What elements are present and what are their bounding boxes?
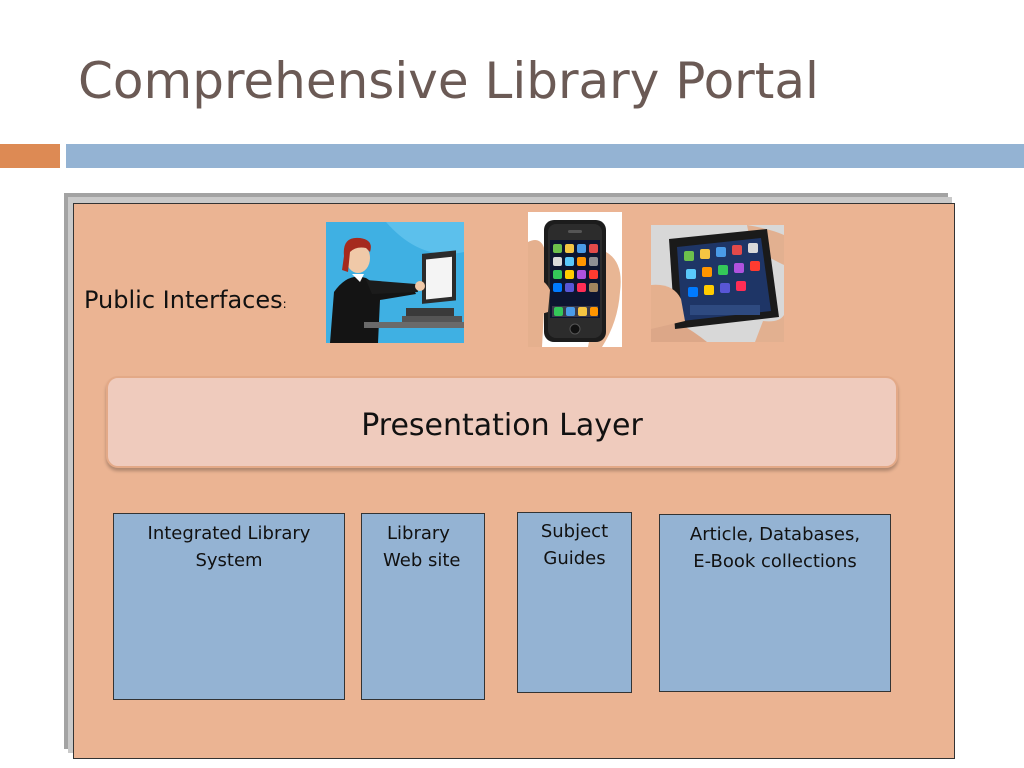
system-label-line1: Integrated Library: [147, 523, 311, 544]
system-label-line1: Library: [387, 523, 450, 544]
title-accent-bar-blue: [66, 144, 1024, 168]
desktop-computer-user-icon: [326, 222, 464, 343]
system-label-line1: Subject: [540, 521, 609, 542]
system-label-line2: Web site: [383, 550, 461, 571]
public-interfaces-text: Public Interfaces: [84, 286, 283, 314]
smartphone-icon: [528, 212, 622, 347]
public-interfaces-label: Public Interfaces:: [84, 286, 287, 314]
article-databases-ebook-box: Article, Databases, E-Book collections: [659, 514, 891, 692]
smartphone-illustration: [528, 212, 622, 347]
desktop-user-illustration: [326, 222, 464, 343]
title-accent-bar-orange: [0, 144, 60, 168]
presentation-layer-box: Presentation Layer: [106, 376, 898, 468]
system-label-line1: Article, Databases,: [689, 524, 861, 545]
system-label-line2: E-Book collections: [693, 551, 857, 572]
integrated-library-system-box: Integrated Library System: [113, 513, 345, 700]
system-label-line2: System: [195, 550, 263, 571]
tablet-icon: [651, 225, 784, 342]
public-interfaces-colon: :: [282, 297, 287, 311]
subject-guides-box: Subject Guides: [517, 512, 632, 693]
page-title: Comprehensive Library Portal: [78, 52, 819, 110]
system-label-line2: Guides: [543, 548, 606, 569]
presentation-layer-label: Presentation Layer: [361, 408, 643, 443]
library-website-box: Library Web site: [361, 513, 485, 700]
tablet-illustration: [651, 225, 784, 342]
